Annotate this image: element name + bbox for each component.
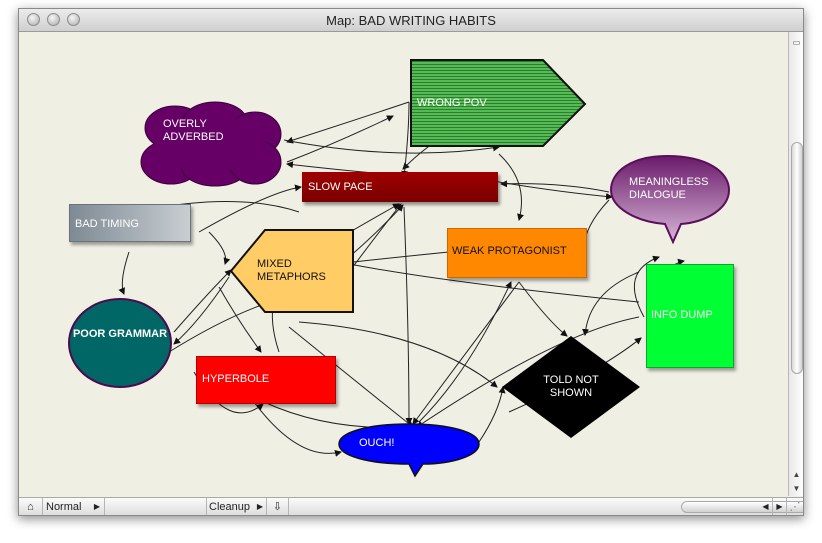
map-window: Map: BAD WRITING HABITS xyxy=(18,8,804,516)
vertical-scroll-thumb[interactable] xyxy=(791,142,803,374)
diamond-shape xyxy=(502,336,640,438)
dropdown-arrow-icon: ▶ xyxy=(256,502,263,511)
pentagon-shape xyxy=(410,59,587,147)
arrow-pentagon-shape xyxy=(229,229,354,313)
node-label-mixed-metaphors: MIXED METAPHORS xyxy=(257,258,326,283)
map-canvas[interactable]: OVERLY ADVERBED WRONG POV SLOW PACE MEAN… xyxy=(19,32,788,496)
node-label-overly-adverbed: OVERLY ADVERBED xyxy=(163,118,224,143)
cleanup-label: Cleanup xyxy=(209,501,250,513)
home-icon[interactable]: ⌂ xyxy=(19,498,43,515)
speech-bubble-shape xyxy=(609,154,731,244)
scroll-down-arrow-icon[interactable]: ▼ xyxy=(792,484,801,493)
node-hyperbole[interactable]: HYPERBOLE xyxy=(196,356,336,404)
node-label-told-not-shown: TOLD NOT SHOWN xyxy=(543,374,599,399)
view-mode-value: Normal xyxy=(46,501,82,513)
node-told-not-shown[interactable]: TOLD NOT SHOWN xyxy=(500,334,642,440)
node-slow-pace[interactable]: SLOW PACE xyxy=(302,172,498,202)
resize-grip-icon[interactable]: ⋰ xyxy=(789,501,801,513)
window-title: Map: BAD WRITING HABITS xyxy=(326,13,496,28)
node-label-poor-grammar: POOR GRAMMAR xyxy=(72,328,168,340)
status-bar: ⌂ Normal ▶ Cleanup ▶ ⇩ ◀ ▶ ⋰ xyxy=(19,497,803,515)
scroll-left-arrow-icon[interactable]: ◀ xyxy=(759,498,773,515)
dropdown-arrow-icon: ▶ xyxy=(93,502,100,511)
node-ouch[interactable]: OUCH! xyxy=(337,422,483,478)
layout-icon[interactable]: ⇩ xyxy=(267,498,289,515)
horizontal-scrollbar[interactable] xyxy=(289,498,803,515)
node-label-weak-protagonist: WEAK PROTAGONIST xyxy=(452,245,567,257)
node-poor-grammar[interactable]: POOR GRAMMAR xyxy=(68,298,172,388)
node-label-ouch: OUCH! xyxy=(359,437,395,449)
view-mode-select[interactable]: Normal ▶ xyxy=(43,498,105,515)
split-view-icon[interactable]: ▭ xyxy=(792,38,801,47)
scroll-up-arrow-icon[interactable]: ▲ xyxy=(792,470,801,479)
speech-bubble-shape xyxy=(338,423,480,478)
node-label-meaningless-dialogue: MEANINGLESS DIALOGUE xyxy=(629,176,709,201)
title-bar[interactable]: Map: BAD WRITING HABITS xyxy=(19,9,803,32)
node-weak-protagonist[interactable]: WEAK PROTAGONIST xyxy=(447,228,587,278)
node-overly-adverbed[interactable]: OVERLY ADVERBED xyxy=(137,98,285,190)
node-mixed-metaphors[interactable]: MIXED METAPHORS xyxy=(229,228,355,314)
node-label-slow-pace: SLOW PACE xyxy=(308,181,373,193)
node-wrong-pov[interactable]: WRONG POV xyxy=(409,58,589,150)
node-label-wrong-pov: WRONG POV xyxy=(417,97,487,109)
blank-field xyxy=(105,498,207,515)
close-button[interactable] xyxy=(27,13,40,26)
node-label-bad-timing: BAD TIMING xyxy=(75,218,139,230)
zoom-button[interactable] xyxy=(67,13,80,26)
cleanup-button[interactable]: Cleanup ▶ xyxy=(207,498,267,515)
minimize-button[interactable] xyxy=(47,13,60,26)
vertical-scrollbar[interactable]: ▭ ▲ ▼ xyxy=(788,32,803,496)
scroll-right-arrow-icon[interactable]: ▶ xyxy=(773,498,787,515)
node-bad-timing[interactable]: BAD TIMING xyxy=(69,204,191,242)
node-info-dump[interactable]: INFO DUMP xyxy=(646,264,734,368)
node-label-info-dump: INFO DUMP xyxy=(651,309,713,321)
cloud-shape xyxy=(140,101,282,187)
node-meaningless-dialogue[interactable]: MEANINGLESS DIALOGUE xyxy=(607,154,733,244)
node-label-hyperbole: HYPERBOLE xyxy=(202,373,270,385)
